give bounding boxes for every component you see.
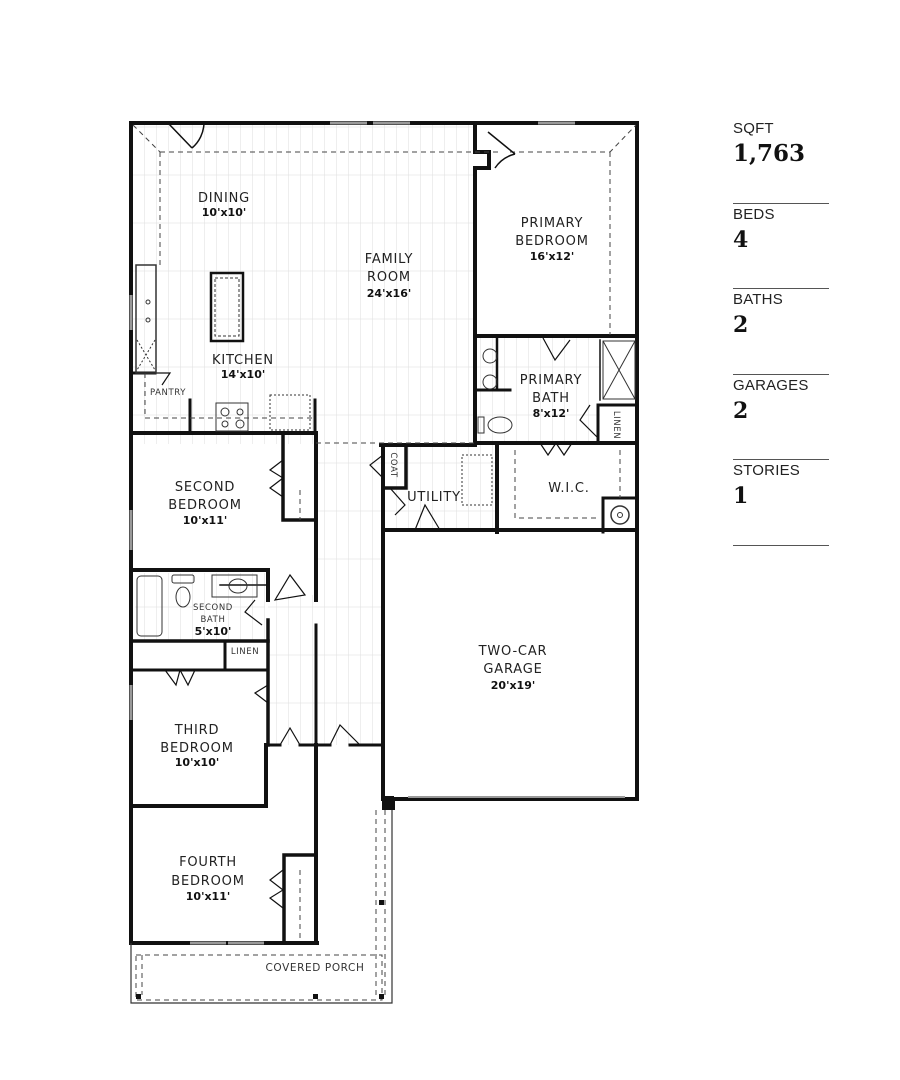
room-third-bedroom-name2: BEDROOM — [160, 741, 233, 756]
room-third-bedroom-name1: THIRD — [174, 723, 220, 738]
windows — [129, 121, 625, 945]
room-primary-bath-name1: PRIMARY — [520, 373, 583, 388]
stat-beds: BEDS 4 — [733, 204, 829, 289]
room-third-bedroom-dim: 10'x10' — [175, 756, 219, 769]
stat-beds-label: BEDS — [733, 205, 775, 223]
room-family-name2: ROOM — [367, 270, 411, 285]
room-wic-name: W.I.C. — [548, 481, 589, 496]
room-fourth-bedroom-name2: BEDROOM — [171, 874, 244, 889]
stat-stories-label: STORIES — [733, 462, 800, 479]
room-second-bath-name2: BATH — [201, 615, 226, 625]
room-dining-dim: 10'x10' — [202, 206, 246, 219]
stat-baths-value: 2 — [733, 312, 749, 338]
toilet-icon — [487, 416, 513, 434]
room-second-bedroom-name1: SECOND — [175, 480, 235, 495]
room-primary-bath-dim: 8'x12' — [533, 407, 570, 420]
porch-posts — [136, 900, 384, 999]
stat-sqft: SQFT 1,763 — [733, 118, 829, 204]
water-heater-icon — [610, 505, 630, 525]
plan-stats-panel: SQFT 1,763 BEDS 4 BATHS 2 GARAGES 2 STOR… — [733, 118, 829, 546]
room-primary-bedroom-name1: PRIMARY — [521, 216, 584, 231]
room-primary-bath-name2: BATH — [532, 391, 570, 406]
bathtub-icon — [136, 575, 163, 637]
room-labels: DINING 10'x10' FAMILY ROOM 24'x16' KITCH… — [150, 191, 621, 974]
room-fourth-bedroom-dim: 10'x11' — [186, 890, 230, 903]
stat-garages-value: 2 — [733, 397, 749, 424]
room-kitchen-name: KITCHEN — [212, 353, 274, 368]
room-primary-bedroom-dim: 16'x12' — [530, 250, 574, 263]
range-icon — [215, 402, 249, 432]
room-dining-name: DINING — [198, 191, 250, 206]
doors — [155, 122, 598, 909]
walls — [129, 121, 639, 945]
room-coat-name: COAT — [388, 452, 398, 477]
room-pantry-name: PANTRY — [150, 388, 186, 398]
room-garage-name1: TWO-CAR — [478, 644, 548, 659]
stat-garages-label: GARAGES — [733, 376, 809, 394]
room-porch-name: COVERED PORCH — [266, 962, 365, 974]
sink-icon — [145, 299, 151, 305]
stat-sqft-value: 1,763 — [733, 140, 806, 167]
stat-baths: BATHS 2 — [733, 289, 829, 375]
fixtures — [135, 264, 636, 637]
stat-stories-value: 1 — [733, 483, 749, 509]
room-fourth-bedroom-name1: FOURTH — [179, 855, 237, 870]
stat-beds-value: 4 — [733, 226, 749, 253]
room-family-dim: 24'x16' — [367, 287, 411, 300]
room-primary-bedroom-name2: BEDROOM — [515, 234, 588, 249]
room-second-bedroom-dim: 10'x11' — [183, 514, 227, 527]
room-linen-primary-name: LINEN — [611, 411, 621, 439]
room-linen-hall-name: LINEN — [231, 647, 259, 657]
stat-garages: GARAGES 2 — [733, 375, 829, 460]
stat-sqft-label: SQFT — [733, 120, 774, 137]
dashed-boundaries — [132, 124, 637, 1001]
room-kitchen-dim: 14'x10' — [221, 368, 265, 381]
room-second-bath-dim: 5'x10' — [195, 625, 232, 638]
room-family-name1: FAMILY — [365, 252, 414, 267]
room-garage-dim: 20'x19' — [491, 679, 535, 692]
stat-baths-label: BATHS — [733, 291, 783, 308]
shower-icon — [602, 340, 636, 400]
kitchen-island — [209, 271, 245, 343]
room-second-bedroom-name2: BEDROOM — [168, 498, 241, 513]
room-utility-name: UTILITY — [407, 490, 461, 505]
stat-stories: STORIES 1 — [733, 460, 829, 546]
room-garage-name2: GARAGE — [483, 662, 542, 677]
room-second-bath-name1: SECOND — [193, 603, 233, 613]
